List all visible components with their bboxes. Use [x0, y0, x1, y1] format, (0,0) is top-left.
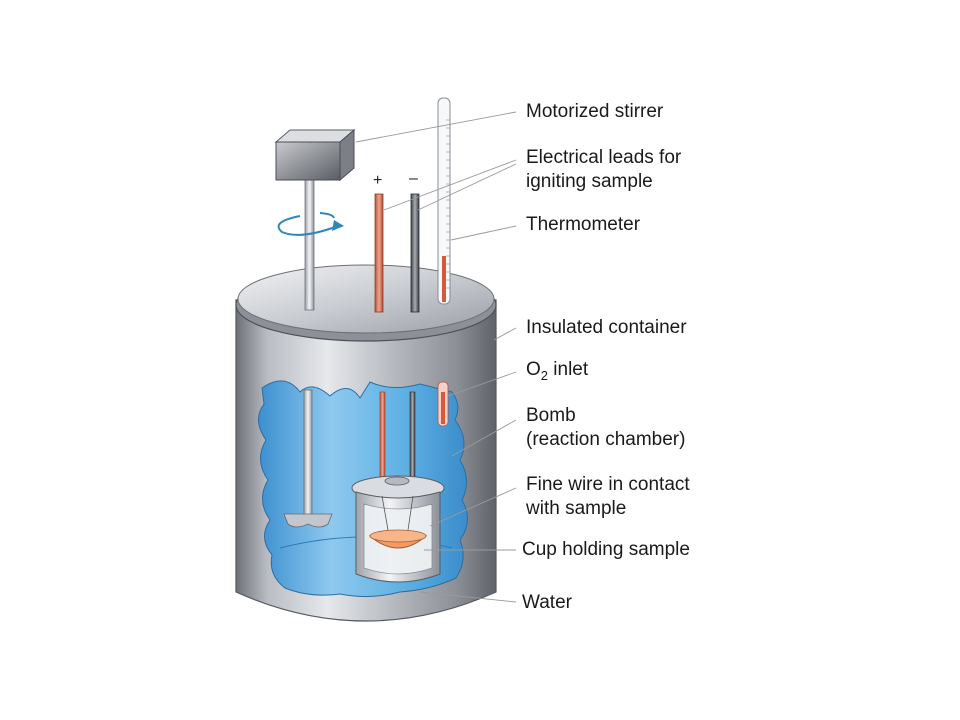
negative-lead	[410, 193, 420, 313]
label-fine-wire: Fine wire in contact with sample	[526, 473, 690, 521]
label-water: Water	[522, 592, 572, 613]
thermometer-bulb-mercury	[441, 392, 445, 424]
label-electrical-leads-line2: igniting sample	[526, 171, 653, 192]
negative-lead-submerged	[409, 391, 416, 483]
label-electrical-leads: Electrical leads for igniting sample	[526, 146, 681, 194]
label-fine-wire-line2: with sample	[526, 498, 627, 519]
thermometer-scale	[446, 119, 450, 289]
label-o2-inlet-text: inlet	[548, 359, 589, 380]
label-bomb-line1: Bomb	[526, 405, 576, 426]
bomb-cap	[384, 476, 410, 486]
label-bomb-line2: (reaction chamber)	[526, 429, 686, 450]
label-bomb: Bomb (reaction chamber)	[526, 404, 685, 452]
label-o2-inlet: O2 inlet	[526, 358, 588, 388]
thermometer-mercury	[442, 256, 446, 302]
stirrer-paddle	[283, 513, 333, 528]
rotation-arrow-icon	[277, 215, 339, 236]
motor-box	[275, 141, 341, 181]
label-electrical-leads-line1: Electrical leads for	[526, 147, 682, 168]
label-thermometer: Thermometer	[526, 214, 641, 235]
label-cup-holding-sample: Cup holding sample	[522, 539, 690, 560]
rotation-arrow-back	[319, 212, 335, 219]
label-fine-wire-line1: Fine wire in contact	[526, 474, 690, 495]
label-motorized-stirrer: Motorized stirrer	[526, 101, 664, 122]
label-insulated-container: Insulated container	[526, 317, 687, 338]
container-lid	[237, 264, 495, 334]
stirrer-shaft-submerged	[303, 389, 313, 517]
stirrer-shaft	[304, 177, 315, 311]
rotation-arrowhead-icon	[332, 220, 344, 231]
label-o2-inlet-subscript: 2	[540, 367, 549, 383]
label-o2-inlet-o: O	[526, 359, 541, 380]
leader-lines	[355, 111, 517, 603]
plus-sign: +	[373, 172, 383, 189]
minus-sign: –	[409, 170, 418, 187]
sample-cup-rim	[369, 529, 427, 543]
positive-lead	[374, 193, 384, 313]
positive-lead-submerged	[379, 391, 386, 483]
